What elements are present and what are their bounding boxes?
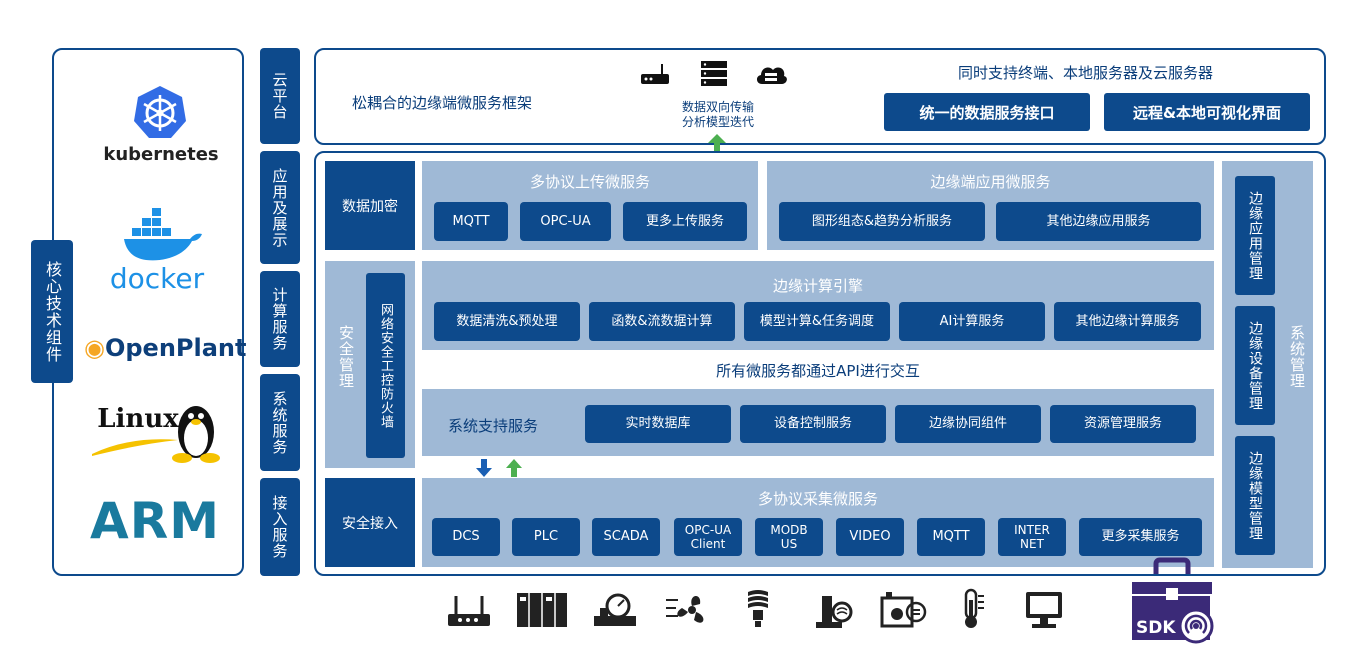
resource-mgmt-button[interactable]: 资源管理服务	[1050, 405, 1196, 443]
valve-icon	[592, 590, 638, 634]
collect-microservices-title: 多协议采集微服务	[757, 490, 878, 508]
collect-mqtt-button[interactable]: MQTT	[917, 518, 985, 556]
linux-icon	[168, 400, 224, 468]
other-edge-app-button[interactable]: 其他边缘应用服务	[996, 202, 1201, 241]
lightbulb-icon	[744, 588, 772, 634]
function-stream-button[interactable]: 函数&流数据计算	[589, 302, 735, 341]
framework-text: 松耦合的边缘端微服务框架	[352, 94, 533, 112]
security-management-label: 安全管理	[337, 325, 355, 389]
sdk-toolbox-icon	[1126, 556, 1218, 652]
edge-model-mgmt-block: 边缘模型管理	[1235, 436, 1275, 555]
linux-logo-text: Linux	[97, 404, 179, 434]
layer-cloud-platform: 云平台	[260, 48, 300, 144]
model-scheduling-button[interactable]: 模型计算&任务调度	[744, 302, 890, 341]
collect-video-button[interactable]: VIDEO	[836, 518, 904, 556]
layer-compute-service: 计算服务	[260, 271, 300, 367]
docker-logo-text: docker	[109, 262, 205, 295]
arm-logo-text: ARM	[90, 492, 220, 550]
layer-access-service: 接入服务	[260, 478, 300, 576]
other-compute-button[interactable]: 其他边缘计算服务	[1054, 302, 1201, 341]
ai-compute-button[interactable]: AI计算服务	[899, 302, 1045, 341]
linux-swoosh	[90, 434, 180, 462]
edge-app-title: 边缘端应用微服务	[930, 173, 1051, 191]
edge-app-mgmt-block: 边缘应用管理	[1235, 176, 1275, 295]
machine-icon	[880, 590, 928, 634]
secure-access-block: 安全接入	[325, 478, 415, 567]
arrow-up-icon	[506, 459, 522, 481]
compute-engine-title: 边缘计算引擎	[772, 277, 863, 295]
data-cleaning-button[interactable]: 数据清洗&预处理	[434, 302, 580, 341]
upload-mqtt-button[interactable]: MQTT	[434, 202, 508, 241]
collect-scada-button[interactable]: SCADA	[592, 518, 660, 556]
collect-internet-button[interactable]: INTER NET	[998, 518, 1066, 556]
network-firewall-block: 网络安全工控防火墙	[366, 273, 405, 458]
transfer-line-1: 数据双向传输	[681, 100, 754, 114]
openplant-logo-text: OpenPlant	[104, 334, 247, 362]
collect-opcua-client-button[interactable]: OPC-UA Client	[674, 518, 742, 556]
cloud-server-icon	[754, 60, 788, 92]
edge-collab-button[interactable]: 边缘协同组件	[895, 405, 1041, 443]
upload-opcua-button[interactable]: OPC-UA	[520, 202, 611, 241]
system-support-title: 系统支持服务	[448, 417, 539, 435]
thermometer-icon	[958, 588, 988, 634]
device-control-button[interactable]: 设备控制服务	[740, 405, 886, 443]
transfer-line-2: 分析模型迭代	[681, 115, 754, 129]
docker-icon	[122, 206, 204, 266]
router-icon	[446, 590, 492, 634]
router-icon	[640, 60, 670, 90]
cabinet-icon	[516, 592, 568, 632]
unified-data-interface-button[interactable]: 统一的数据服务接口	[884, 93, 1090, 131]
arrow-down-icon	[476, 459, 492, 481]
system-management-label: 系统管理	[1288, 325, 1306, 389]
microscope-icon	[814, 588, 856, 634]
visual-interface-button[interactable]: 远程&本地可视化界面	[1104, 93, 1310, 131]
edge-device-mgmt-block: 边缘设备管理	[1235, 306, 1275, 425]
upload-more-button[interactable]: 更多上传服务	[623, 202, 747, 241]
realtime-db-button[interactable]: 实时数据库	[585, 405, 731, 443]
fan-icon	[664, 590, 710, 634]
collect-modbus-button[interactable]: MODB US	[755, 518, 823, 556]
kubernetes-icon	[132, 84, 188, 144]
upload-microservices-title: 多协议上传微服务	[529, 173, 650, 191]
openplant-icon: ◉OpenPlant	[84, 334, 247, 362]
data-encryption-block: 数据加密	[325, 161, 415, 250]
collect-dcs-button[interactable]: DCS	[432, 518, 500, 556]
kubernetes-logo-text: kubernetes	[103, 144, 219, 165]
layer-app-display: 应用及展示	[260, 151, 300, 264]
sdk-label: SDK	[1136, 618, 1176, 638]
api-interaction-text: 所有微服务都通过API进行交互	[716, 362, 920, 380]
core-components-label: 核心技术组件	[31, 240, 73, 383]
server-icon	[700, 60, 728, 92]
collect-plc-button[interactable]: PLC	[512, 518, 580, 556]
graphic-trend-service-button[interactable]: 图形组态&趋势分析服务	[779, 202, 985, 241]
layer-system-service: 系统服务	[260, 374, 300, 471]
support-terminals-text: 同时支持终端、本地服务器及云服务器	[958, 64, 1214, 82]
collect-more-button[interactable]: 更多采集服务	[1079, 518, 1202, 556]
monitor-icon	[1024, 590, 1064, 634]
